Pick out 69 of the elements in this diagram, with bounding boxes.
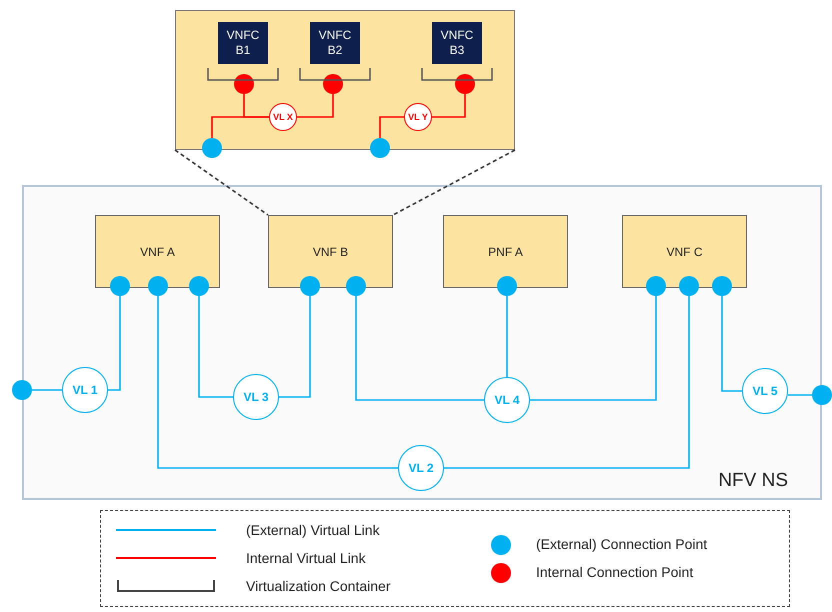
connection-point — [148, 276, 168, 296]
connection-point — [712, 276, 732, 296]
legend-text: (External) Connection Point — [536, 536, 708, 552]
legend-text: Internal Virtual Link — [246, 550, 366, 566]
connection-point — [679, 276, 699, 296]
link-line — [157, 296, 398, 469]
link-line — [297, 94, 334, 118]
group-title: NFV NS — [718, 470, 788, 492]
virtual-link-circle — [269, 103, 297, 131]
link-line — [506, 296, 508, 377]
link-line — [530, 296, 657, 401]
connection-point — [202, 138, 222, 158]
link-label: VL 4 — [494, 393, 520, 407]
virtual-link-circle — [233, 374, 279, 420]
component-box — [310, 22, 360, 64]
connection-point — [346, 276, 366, 296]
link-label: VL 5 — [752, 384, 778, 398]
legend-text: Internal Connection Point — [536, 564, 694, 580]
connection-point — [300, 276, 320, 296]
function-box — [95, 215, 220, 288]
connection-point — [455, 74, 475, 94]
function-box — [443, 215, 568, 288]
connection-point — [323, 74, 343, 94]
link-line — [355, 296, 484, 401]
virtual-link-circle — [404, 103, 432, 131]
link-label: VL 2 — [408, 461, 434, 475]
connection-point — [497, 276, 517, 296]
link-line — [379, 116, 404, 138]
link-line — [444, 296, 690, 469]
function-box — [268, 215, 393, 288]
link-label: VL Y — [408, 112, 428, 122]
box-label: VNFC B3 — [440, 28, 474, 58]
box-label: VNF B — [312, 244, 348, 258]
link-line — [721, 296, 742, 392]
zoom-line — [174, 149, 268, 216]
component-box — [218, 22, 268, 64]
link-line — [198, 296, 233, 398]
connection-point — [189, 276, 209, 296]
link-label: VL 1 — [72, 383, 98, 397]
box-label: VNFC B2 — [318, 28, 352, 58]
connection-point — [370, 138, 390, 158]
link-line — [108, 296, 121, 391]
connection-point — [12, 380, 32, 400]
connection-point — [234, 74, 254, 94]
link-label: VL X — [273, 112, 293, 122]
network-service-box — [22, 185, 822, 500]
virtual-link-circle — [398, 445, 444, 491]
connection-point — [646, 276, 666, 296]
link-line — [32, 389, 62, 391]
box-label: VNF A — [140, 244, 175, 258]
virtual-link-circle — [62, 367, 108, 413]
component-box — [432, 22, 482, 64]
box-label: VNFC B1 — [226, 28, 260, 58]
link-line — [211, 116, 269, 138]
zoom-line — [392, 149, 516, 216]
function-box — [622, 215, 747, 288]
box-label: VNF C — [666, 244, 702, 258]
link-line — [788, 394, 812, 396]
box-label: PNF A — [488, 244, 523, 258]
virtual-link-circle — [742, 368, 788, 414]
connection-point — [110, 276, 130, 296]
legend-text: Virtualization Container — [246, 578, 390, 594]
link-line — [279, 296, 311, 398]
virtual-link-circle — [484, 377, 530, 423]
link-line — [432, 94, 466, 118]
legend-text: (External) Virtual Link — [246, 522, 380, 538]
connection-point — [812, 385, 832, 405]
link-label: VL 3 — [243, 390, 269, 404]
zoom-panel — [175, 10, 515, 150]
